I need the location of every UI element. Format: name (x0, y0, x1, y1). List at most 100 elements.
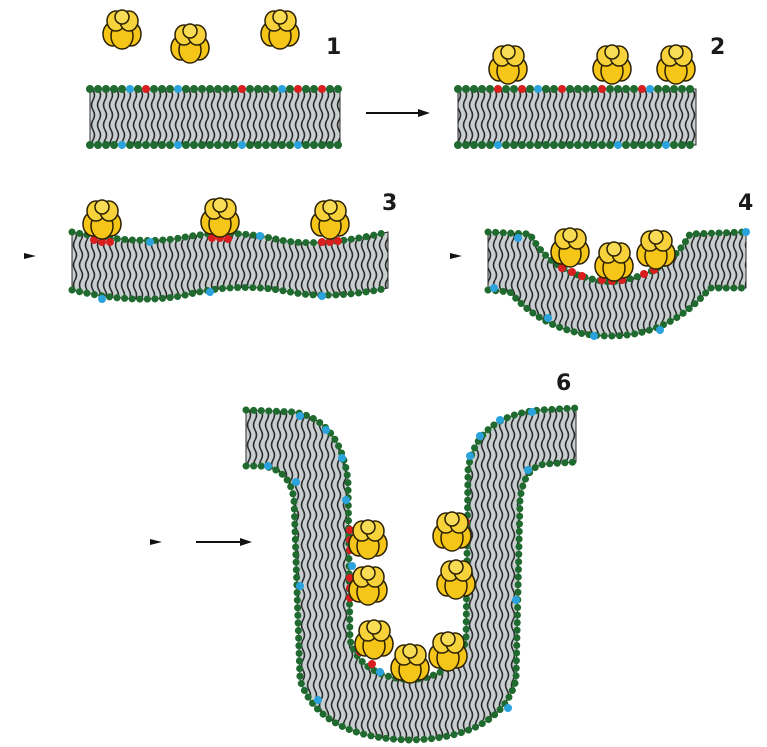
lipid-head (590, 85, 598, 93)
lipid-head (454, 141, 462, 149)
lipid-head (678, 85, 686, 93)
protein-complex-icon (489, 45, 527, 84)
lipid-head (254, 141, 262, 149)
lipid-head (670, 85, 678, 93)
lipid-head (558, 85, 566, 93)
lipid-head (294, 85, 302, 93)
lipid-head (486, 85, 494, 93)
lipid-head (262, 141, 270, 149)
arrow-right-icon (24, 253, 36, 259)
lipid-head (334, 141, 342, 149)
lipid-head (614, 85, 622, 93)
lipid-head (582, 85, 590, 93)
lipid-head (166, 85, 174, 93)
arrow-right-icon (366, 109, 430, 117)
lipid-head (214, 141, 222, 149)
protein-complex-icon (201, 198, 239, 237)
lipid-head (142, 141, 150, 149)
lipid-head (542, 141, 550, 149)
lipid-head (550, 141, 558, 149)
lipid-head (646, 85, 654, 93)
lipid-head (310, 85, 318, 93)
lipid-head (326, 141, 334, 149)
lipid-head (686, 141, 694, 149)
lipid-head (198, 85, 206, 93)
step-2-panel: 2 (454, 35, 725, 149)
lipid-head (622, 141, 630, 149)
lipid-head (86, 85, 94, 93)
lipid-head (246, 141, 254, 149)
lipid-head (126, 85, 134, 93)
lipid-head (574, 85, 582, 93)
lipid-head (310, 141, 318, 149)
lipid-head (486, 141, 494, 149)
lipid-head (598, 141, 606, 149)
lipid-head (286, 85, 294, 93)
step-3-panel: 3 (24, 191, 397, 303)
lipid-head (166, 141, 174, 149)
protein-complex-icon (103, 10, 141, 49)
protein-complex-icon (437, 560, 475, 599)
lipid-head (222, 141, 230, 149)
lipid-head (86, 141, 94, 149)
lipid-head (534, 141, 542, 149)
lipid-head (102, 85, 110, 93)
lipid-head (494, 85, 502, 93)
lipid-head (510, 85, 518, 93)
lipid-head (654, 85, 662, 93)
step-label: 2 (710, 35, 725, 60)
lipid-head (214, 85, 222, 93)
lipid-head (526, 141, 534, 149)
lipid-head (518, 141, 526, 149)
lipid-head (526, 85, 534, 93)
lipid-head (134, 141, 142, 149)
lipid-head (190, 141, 198, 149)
lipid-head (150, 85, 158, 93)
lipid-head (94, 141, 102, 149)
protein-complex-icon (637, 230, 675, 269)
lipid-head (286, 141, 294, 149)
lipid-head (462, 141, 470, 149)
lipid-head (198, 141, 206, 149)
lipid-head (662, 85, 670, 93)
step-6-panel: 6 (150, 371, 576, 740)
lipid-head (606, 141, 614, 149)
lipid-head (238, 85, 246, 93)
lipid-head (454, 85, 462, 93)
lipid-head (662, 141, 670, 149)
lipid-head (110, 141, 118, 149)
protein-complex-icon (429, 632, 467, 671)
lipid-head (102, 141, 110, 149)
arrow-right-icon (150, 538, 252, 546)
lipid-head (134, 85, 142, 93)
lipid-head (470, 141, 478, 149)
lipid-head (478, 141, 486, 149)
lipid-head (230, 141, 238, 149)
protein-complex-icon (657, 45, 695, 84)
flat-bilayer (86, 85, 342, 149)
lipid-head (110, 85, 118, 93)
protein-complex-icon (433, 512, 471, 551)
lipid-head (558, 141, 566, 149)
lipid-head (222, 85, 230, 93)
lipid-head (646, 141, 654, 149)
protein-complex-icon (171, 24, 209, 63)
lipid-head (158, 85, 166, 93)
step-label: 4 (738, 191, 753, 216)
lipid-head (270, 141, 278, 149)
lipid-head (326, 85, 334, 93)
lipid-head (302, 141, 310, 149)
lipid-head (294, 141, 302, 149)
lipid-head (502, 141, 510, 149)
lipid-head (302, 85, 310, 93)
lipid-head (614, 141, 622, 149)
step-label: 3 (382, 191, 397, 216)
lipid-head (678, 141, 686, 149)
lipid-head (478, 85, 486, 93)
protein-complex-icon (261, 10, 299, 49)
lipid-head (598, 85, 606, 93)
lipid-head (686, 85, 694, 93)
lipid-head (622, 85, 630, 93)
protein-complex-icon (595, 242, 633, 281)
